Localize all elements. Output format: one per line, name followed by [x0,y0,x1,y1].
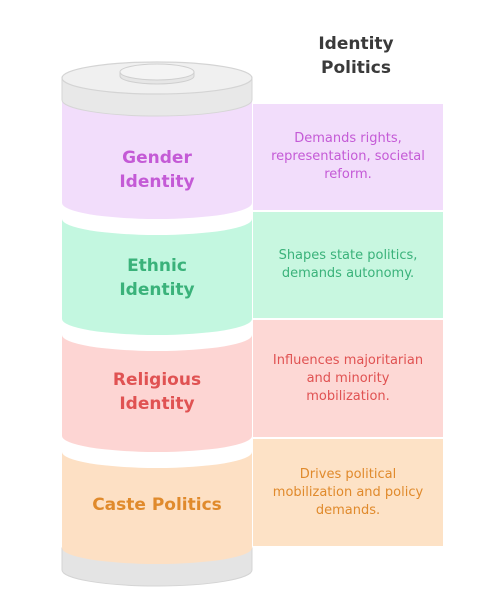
desc-box-religious-bg [253,320,443,437]
cylinder-knob-top [119,63,195,81]
desc-box-gender: Demands rights, representation, societal… [253,104,443,210]
desc-box-caste-bg [253,439,443,546]
layer-label-ethnic: Ethnic Identity [119,256,195,300]
desc-text-religious: Influences majoritarian and minority mob… [272,352,424,404]
desc-text-gender: Demands rights, representation, societal… [271,131,425,182]
diagram-title: Identity Politics [318,34,394,78]
layer-ethnic-shape [62,219,252,335]
desc-box-ethnic: Shapes state politics, demands autonomy. [253,212,443,318]
layer-religious-shape [62,335,252,452]
layer-caste-shape [62,452,252,564]
layer-label-gender: Gender Identity [119,148,195,192]
desc-text-caste: Drives political mobilization and policy… [272,466,424,518]
desc-box-gender-bg [253,104,443,210]
layer-label-religious: Religious Identity [112,370,202,414]
desc-box-religious: Influences majoritarian and minority mob… [253,320,443,437]
layer-label-caste: Caste Politics [92,495,222,515]
desc-box-ethnic-bg [253,212,443,318]
desc-text-ethnic: Shapes state politics, demands autonomy. [278,248,418,281]
desc-box-caste: Drives political mobilization and policy… [253,439,443,546]
layer-gender-shape [62,100,252,219]
